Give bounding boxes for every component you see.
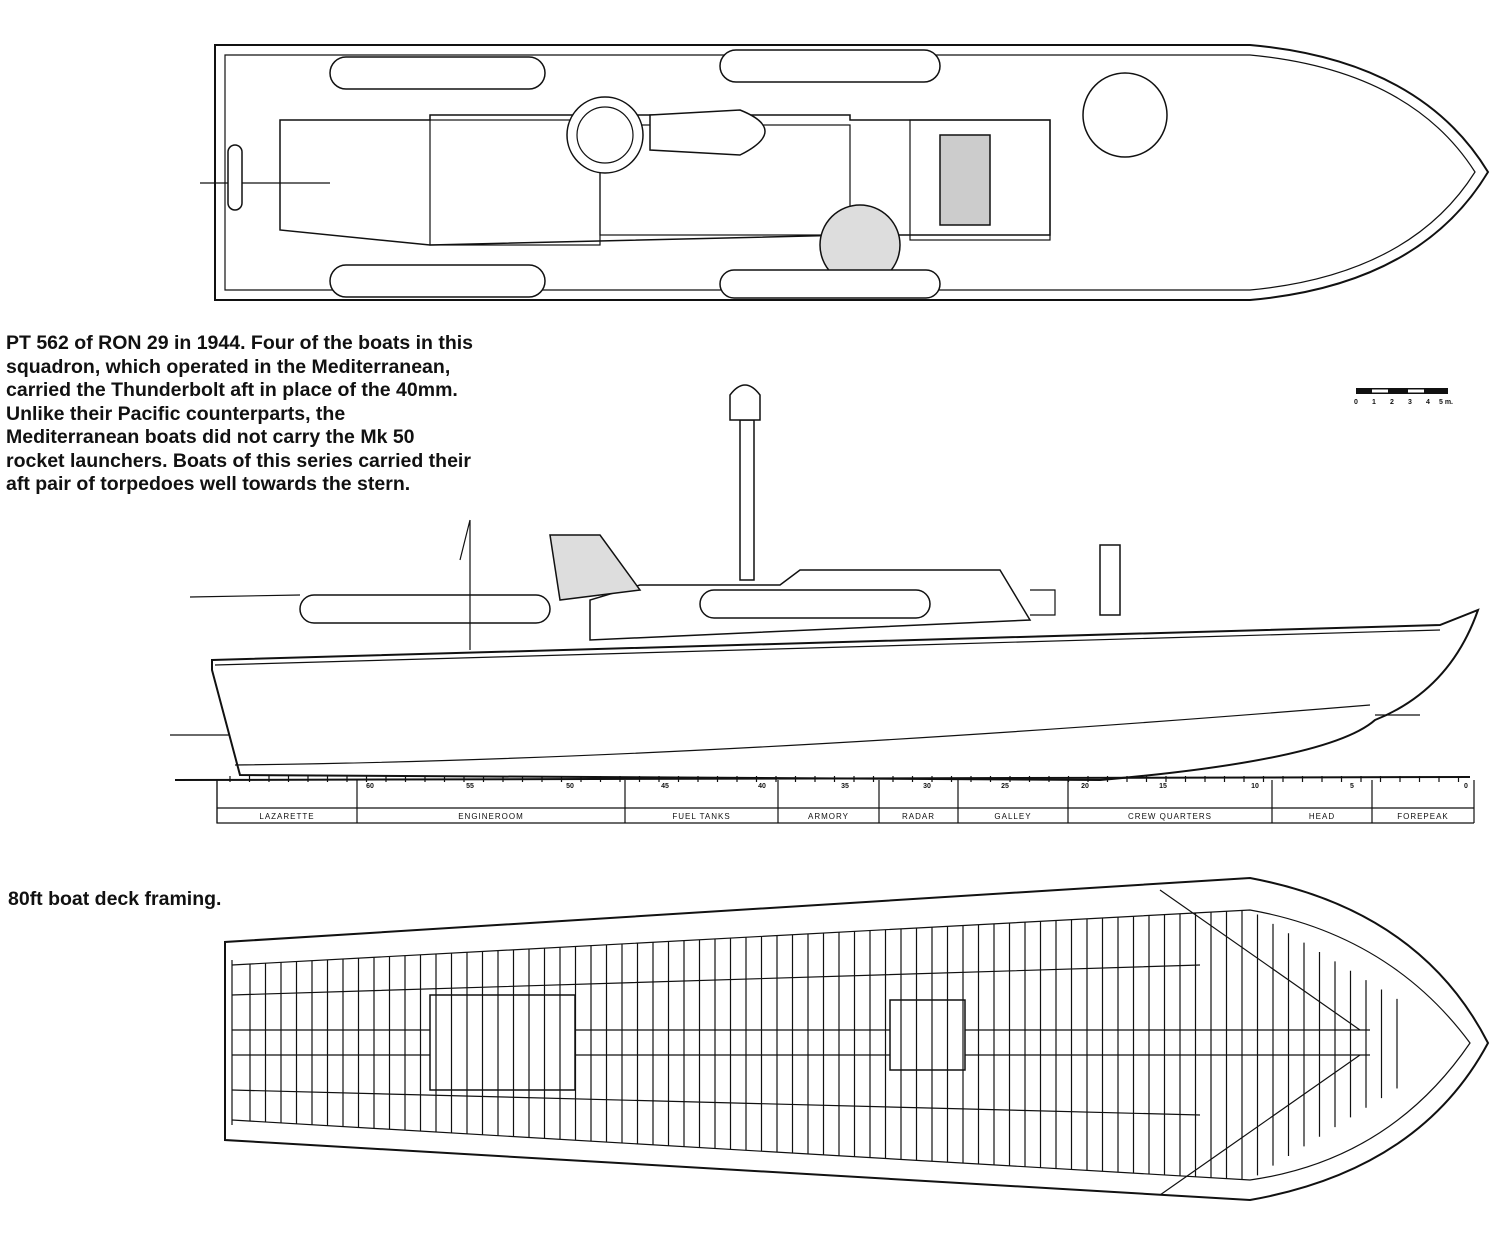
- compartment-label: HEAD: [1309, 812, 1335, 821]
- compartment-label: ARMORY: [808, 812, 849, 821]
- frame-number: 15: [1159, 783, 1167, 790]
- compartment-label: LAZARETTE: [259, 812, 314, 821]
- scale-tick-label: 3: [1408, 399, 1412, 406]
- frame-number: 25: [1001, 783, 1009, 790]
- scale-tick-label: 1: [1372, 399, 1376, 406]
- scale-tick-label: 2: [1390, 399, 1394, 406]
- scale-tick-label: 4: [1426, 399, 1430, 406]
- compartment-label: RADAR: [902, 812, 935, 821]
- profile-view: [170, 384, 1480, 782]
- compartment-label: FUEL TANKS: [672, 812, 730, 821]
- frame-number: 10: [1251, 783, 1259, 790]
- frame-number: 60: [366, 783, 374, 790]
- profile-caption: PT 562 of RON 29 in 1944. Four of the bo…: [6, 332, 474, 495]
- scale-bar: 0 1 2 3 4 5 m.: [1354, 388, 1453, 406]
- frame-number: 20: [1081, 783, 1089, 790]
- compartment-label: FOREPEAK: [1397, 812, 1449, 821]
- compartment-label: ENGINEROOM: [458, 812, 524, 821]
- frame-number: 0: [1464, 783, 1468, 790]
- frame-number: 40: [758, 783, 766, 790]
- frame-number: 30: [923, 783, 931, 790]
- deck-framing-plan: [224, 876, 1490, 1202]
- frame-number: 45: [661, 783, 669, 790]
- scale-tick-label: 5 m.: [1439, 399, 1453, 406]
- frame-number: 5: [1350, 783, 1354, 790]
- frame-number: 35: [841, 783, 849, 790]
- deck-plan-view: [200, 44, 1490, 301]
- frame-number: 50: [566, 783, 574, 790]
- framing-caption: 80ft boat deck framing.: [8, 888, 222, 910]
- scale-tick-label: 0: [1354, 399, 1358, 406]
- frame-number: 55: [466, 783, 474, 790]
- compartment-label: GALLEY: [994, 812, 1031, 821]
- compartment-label: CREW QUARTERS: [1128, 812, 1212, 821]
